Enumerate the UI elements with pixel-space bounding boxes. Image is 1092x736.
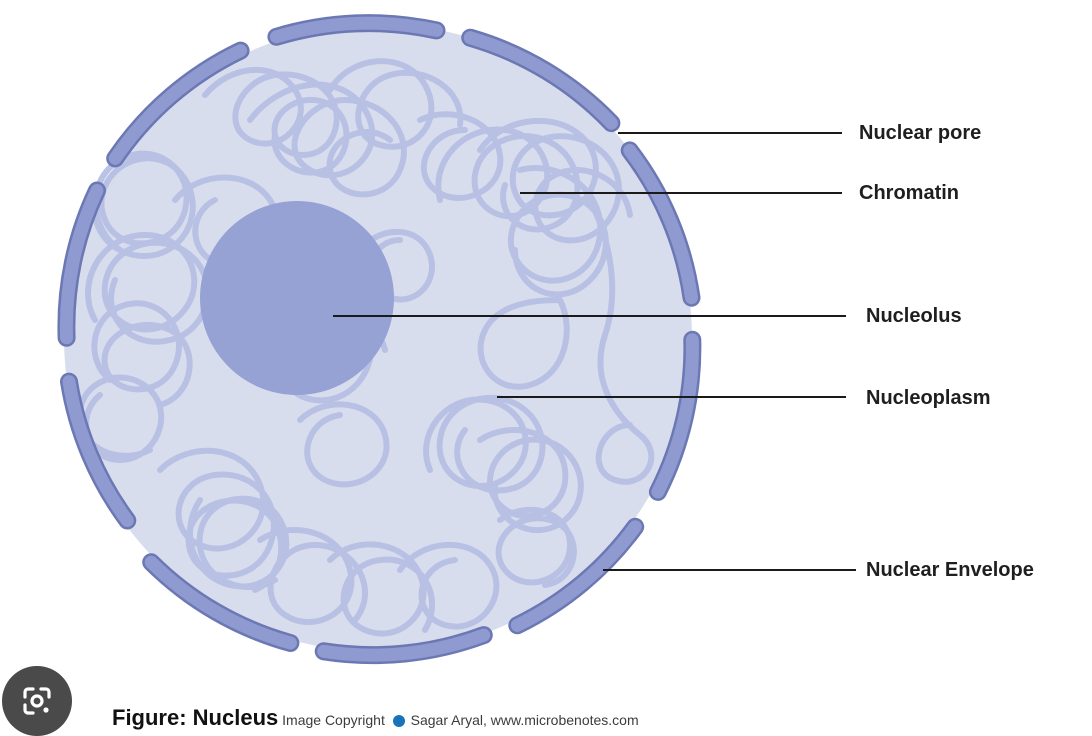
- google-lens-button[interactable]: [2, 666, 72, 736]
- copyright-dot-icon: [392, 715, 405, 728]
- label-chromatin: Chromatin: [859, 182, 959, 204]
- caption-author-text: Sagar Aryal, www.microbenotes.com: [410, 712, 639, 728]
- label-nucleoplasm: Nucleoplasm: [866, 387, 991, 409]
- label-nuclear-pore: Nuclear pore: [859, 122, 982, 144]
- nuclear-envelope-fill: [59, 16, 699, 662]
- figure-caption: Figure: Nucleus Image Copyright Sagar Ar…: [112, 706, 639, 732]
- label-nuclear-envelope: Nuclear Envelope: [866, 559, 1034, 581]
- google-lens-icon: [23, 687, 51, 715]
- nucleolus: [200, 201, 394, 395]
- label-nucleolus: Nucleolus: [866, 305, 962, 327]
- caption-title: Figure: Nucleus: [112, 705, 279, 730]
- caption-copyright-text: Image Copyright: [282, 712, 385, 728]
